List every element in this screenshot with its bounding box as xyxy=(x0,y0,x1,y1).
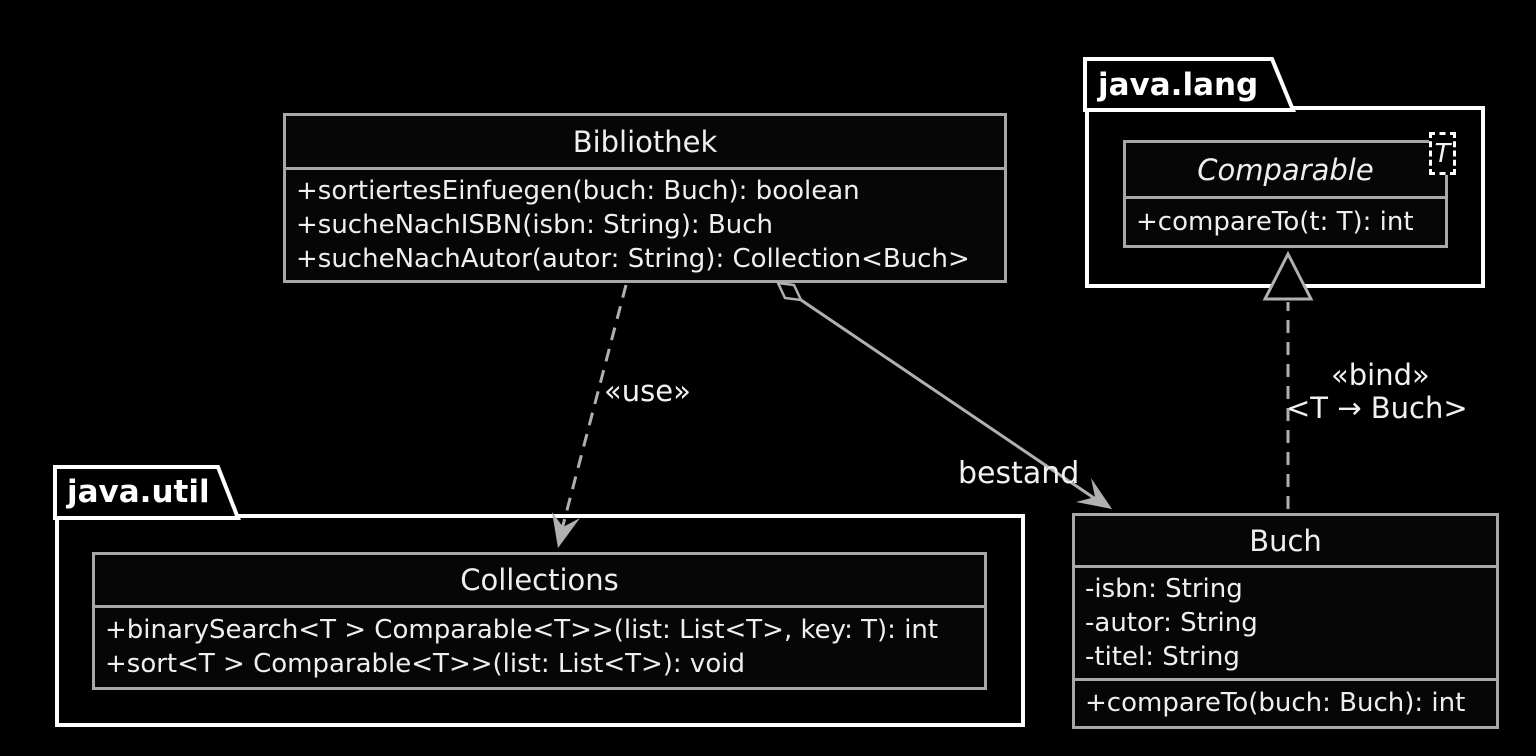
aggregation-diamond xyxy=(775,281,804,302)
method: +sucheNachAutor(autor: String): Collecti… xyxy=(296,244,970,274)
class-collections-title: Collections xyxy=(95,555,984,608)
class-buch: Buch -isbn: String -autor: String -titel… xyxy=(1072,513,1499,729)
class-bibliothek-methods: +sortiertesEinfuegen(buch: Buch): boolea… xyxy=(286,170,1004,280)
template-parameter-box: T xyxy=(1429,132,1456,175)
method: +compareTo(t: T): int xyxy=(1136,207,1414,237)
method: +sucheNachISBN(isbn: String): Buch xyxy=(296,210,773,240)
class-collections: Collections +binarySearch<T > Comparable… xyxy=(92,552,987,690)
bind-binding-label: <T → Buch> xyxy=(1286,391,1468,425)
class-buch-title: Buch xyxy=(1075,516,1496,568)
class-buch-methods: +compareTo(buch: Buch): int xyxy=(1075,681,1496,725)
method: +compareTo(buch: Buch): int xyxy=(1085,688,1466,718)
class-buch-attributes: -isbn: String -autor: String -titel: Str… xyxy=(1075,568,1496,681)
package-java-util-label: java.util xyxy=(67,474,210,510)
use-label: «use» xyxy=(604,374,691,408)
attribute: -isbn: String xyxy=(1085,574,1243,604)
class-comparable-title: Comparable xyxy=(1126,143,1445,199)
aggregation-label: bestand xyxy=(958,456,1080,491)
method: +sort<T > Comparable<T>>(list: List<T>):… xyxy=(105,649,745,679)
bind-stereotype-label: «bind» xyxy=(1331,358,1430,392)
attribute: -autor: String xyxy=(1085,608,1258,638)
method: +sortiertesEinfuegen(buch: Buch): boolea… xyxy=(296,176,860,206)
class-collections-methods: +binarySearch<T > Comparable<T>>(list: L… xyxy=(95,608,984,686)
class-bibliothek-title: Bibliothek xyxy=(286,116,1004,170)
class-comparable: Comparable +compareTo(t: T): int xyxy=(1123,140,1448,248)
attribute: -titel: String xyxy=(1085,642,1240,672)
template-parameter: T xyxy=(1434,138,1451,169)
use-dependency-line xyxy=(559,284,628,534)
aggregation-arrowhead xyxy=(1076,478,1112,509)
package-java-lang-label: java.lang xyxy=(1098,67,1259,103)
class-comparable-methods: +compareTo(t: T): int xyxy=(1126,199,1445,245)
class-bibliothek: Bibliothek +sortiertesEinfuegen(buch: Bu… xyxy=(283,113,1007,283)
method: +binarySearch<T > Comparable<T>>(list: L… xyxy=(105,615,939,645)
